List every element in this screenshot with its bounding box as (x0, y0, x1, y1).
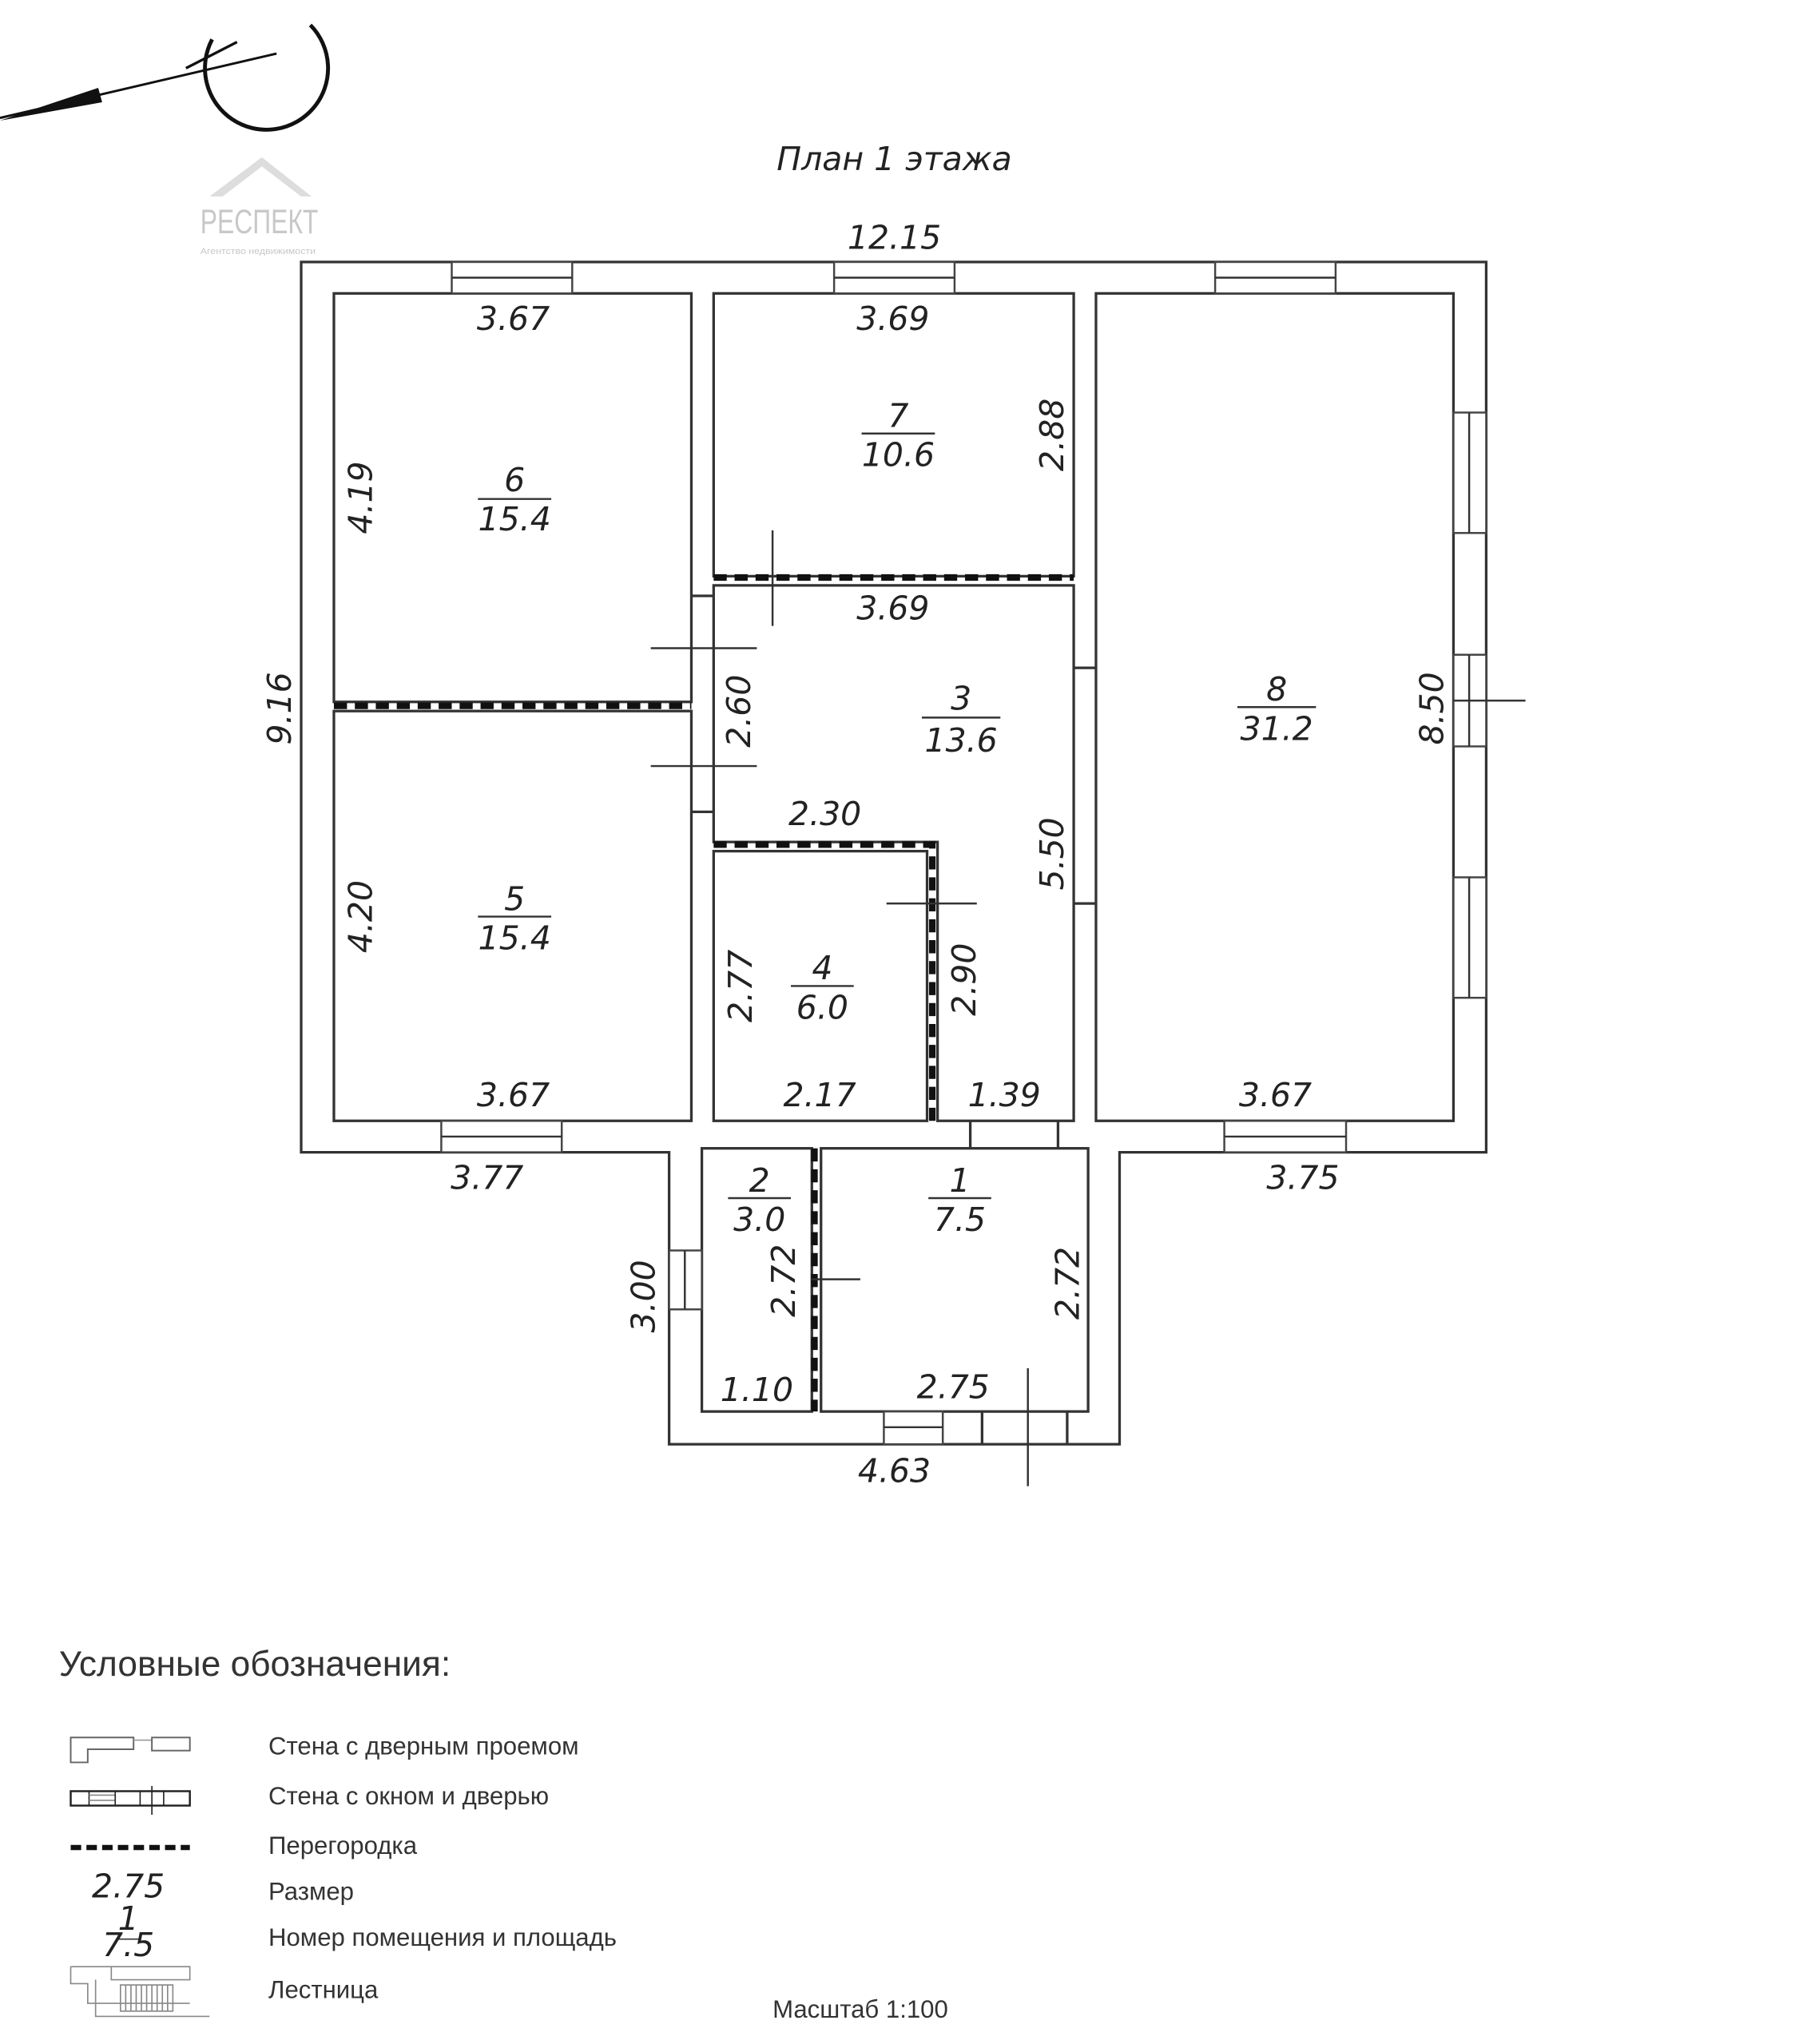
dimensions-r8_height: 8.50 (1412, 672, 1451, 744)
dimensions-overall_width: 12.15 (848, 219, 941, 257)
dimensions-r1_width: 2.75 (917, 1368, 990, 1407)
rooms-6-area: 10.6 (862, 436, 935, 474)
logo-name: РЕСПЕКТ (201, 203, 319, 241)
rooms-2-number: 3 (951, 680, 971, 718)
dimensions-right_ext: 3.75 (1266, 1158, 1339, 1197)
legend-wall-door-icon (70, 1736, 191, 1764)
dimensions-overall_height: 9.16 (260, 672, 299, 744)
rooms-6-number: 7 (888, 397, 908, 435)
windows (440, 260, 1487, 1446)
legend-items-4-sample_area: 7.5 (102, 1926, 154, 1964)
outer-wall (300, 260, 1488, 1446)
dimension-labels: 12.15 3.67 3.69 3.69 2.30 3.67 2.17 1.39… (260, 219, 1451, 1490)
room-7 (712, 292, 1075, 578)
legend-items-1-label: Стена с окном и дверью (268, 1782, 549, 1810)
legend-items-2-label: Перегородка (268, 1832, 418, 1859)
dimensions-r7_height: 2.88 (1033, 399, 1071, 471)
dimensions-left_ext: 3.77 (451, 1158, 523, 1197)
dimensions-porch_width: 4.63 (858, 1452, 931, 1490)
legend-heading: Условные обозначения: (59, 1645, 451, 1684)
north-arrow-icon (0, 23, 331, 132)
room-label-3: 313.6 (921, 680, 1001, 760)
dimensions-r2_height: 2.72 (764, 1244, 803, 1317)
dimensions-r1_height: 2.72 (1049, 1247, 1087, 1320)
room-label-5: 515.4 (478, 879, 552, 958)
rooms-1-area: 3.0 (733, 1201, 785, 1239)
rooms-5-area: 15.4 (479, 500, 551, 538)
rooms-7-number: 8 (1266, 670, 1287, 708)
legend-stairs-icon (70, 1966, 210, 2018)
legend-items-4-label: Номер помещения и площадь (268, 1923, 617, 1951)
dimensions-r4_right: 2.90 (945, 943, 983, 1016)
rooms-3-area: 6.0 (796, 988, 848, 1026)
room-6 (332, 292, 693, 704)
legend-room-sample: 1 7.5 (102, 1899, 154, 1964)
dimensions-r3_inner: 2.30 (788, 795, 861, 833)
room-label-2: 23.0 (728, 1161, 792, 1239)
dimensions-r5_height: 4.20 (342, 880, 380, 953)
legend-items-3-sample: 2.75 (92, 1867, 165, 1905)
dimensions-r6_height: 4.19 (342, 461, 380, 534)
dimensions-r7_width: 3.69 (856, 300, 929, 338)
dimensions-r6_width: 3.67 (477, 300, 550, 338)
room-label-1: 17.5 (928, 1161, 991, 1239)
partitions (333, 574, 1074, 1412)
dimensions-r5_width: 3.67 (477, 1076, 550, 1114)
logo-tagline: Агентство недвижимости (201, 247, 316, 256)
agency-logo: РЕСПЕКТ Агентство недвижимости (201, 157, 319, 256)
dimensions-r4_width: 2.17 (783, 1076, 856, 1114)
dimensions-r3_bottom: 1.39 (968, 1076, 1041, 1114)
legend-items-3-label: Размер (268, 1878, 354, 1906)
room-label-7: 710.6 (861, 397, 935, 474)
dimensions-r3_height: 2.60 (720, 675, 758, 748)
dimensions-r3_width: 3.69 (856, 589, 929, 627)
dimensions-r2_width: 1.10 (721, 1371, 793, 1409)
rooms-2-area: 13.6 (925, 721, 998, 760)
legend-items-4-sample_num: 1 (118, 1899, 139, 1938)
dimensions-porch_height: 3.00 (625, 1260, 663, 1332)
rooms-4-area: 15.4 (479, 919, 551, 958)
rooms-4-number: 5 (504, 879, 525, 918)
dimensions-r3_right: 5.50 (1033, 817, 1071, 890)
rooms-7-area: 31.2 (1241, 709, 1313, 748)
dimensions-r4_height: 2.77 (721, 950, 760, 1022)
room-label-8: 831.2 (1237, 670, 1317, 748)
room-label-4: 46.0 (791, 949, 854, 1026)
plan-title: План 1 этажа (776, 140, 1011, 178)
door-marks (650, 530, 1526, 1486)
rooms-0-area: 7.5 (934, 1201, 986, 1239)
legend-wall-window-door-icon (70, 1785, 191, 1815)
rooms-3-number: 4 (812, 949, 832, 987)
rooms-0-number: 1 (949, 1161, 970, 1200)
rooms-1-number: 2 (749, 1161, 770, 1200)
dimensions-r8_width: 3.67 (1239, 1076, 1312, 1114)
rooms-5-number: 6 (504, 461, 525, 499)
legend-items-5-label: Лестница (268, 1975, 379, 2003)
legend: Условные обозначения: Стена с дверным пр… (59, 1645, 617, 2018)
room-1 (820, 1147, 1090, 1413)
room-label-6: 615.4 (478, 461, 552, 538)
legend-items-0-label: Стена с дверным проемом (268, 1732, 579, 1760)
scale-label: Масштаб 1:100 (772, 1995, 948, 2023)
room-labels: 615.4 710.6 313.6 831.2 515.4 46.0 23.0 … (478, 397, 1317, 1239)
